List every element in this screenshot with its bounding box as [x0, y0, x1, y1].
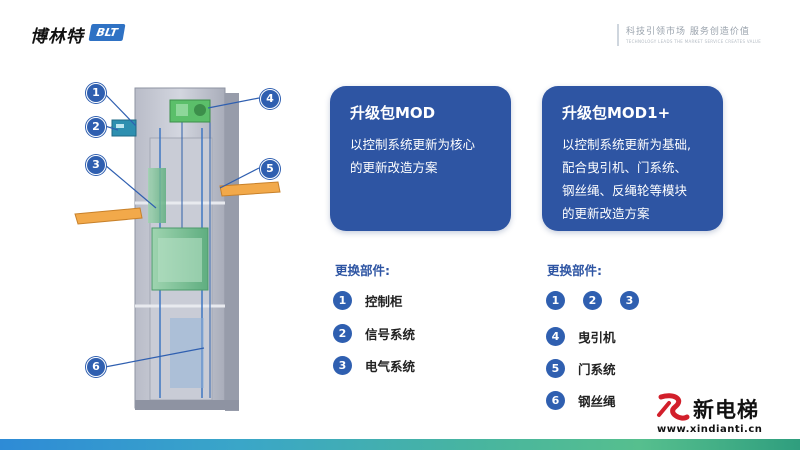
- part-label: 曳引机: [578, 330, 616, 345]
- slogan-english: TECHNOLOGY LEADS THE MARKET SERVICE CREA…: [626, 39, 762, 44]
- counterweight: [148, 168, 166, 223]
- landing-door-right: [219, 181, 281, 197]
- card-mod-body: 以控制系统更新为核心 的更新改造方案: [350, 137, 476, 175]
- left-parts-heading: 更换部件:: [335, 263, 390, 278]
- left-part-row: 1 控制柜: [333, 291, 403, 310]
- landing-door-left: [74, 207, 143, 225]
- callout-4: 4: [260, 89, 280, 109]
- watermark-url: www.xindianti.cn: [657, 424, 763, 435]
- callout-6: 6: [86, 357, 106, 377]
- right-part-row: 4 曳引机: [546, 327, 616, 346]
- company-logo-text: 博林特: [30, 27, 84, 47]
- part-label: 信号系统: [365, 327, 416, 342]
- part-label: 控制柜: [365, 294, 403, 309]
- part-number-badge: 1: [333, 291, 352, 310]
- elevator-shaft-diagram: [74, 87, 281, 411]
- left-part-row: 2 信号系统: [333, 324, 415, 343]
- callout-2: 2: [86, 117, 106, 137]
- part-number-badge: 2: [333, 324, 352, 343]
- part-number-badge: 6: [546, 391, 565, 410]
- footer-gradient-stripe: [0, 439, 800, 450]
- right-part-row: 5 门系统: [546, 359, 616, 378]
- part-number-badge: 3: [620, 291, 639, 310]
- part-number-badge: 3: [333, 356, 352, 375]
- part-number-badge: 2: [583, 291, 602, 310]
- callout-5: 5: [260, 159, 280, 179]
- card-mod: 升级包MOD 以控制系统更新为核心 的更新改造方案: [330, 86, 511, 231]
- shaft-side-wall: [225, 93, 239, 411]
- slogan-divider: [617, 24, 619, 46]
- part-number-badge: 5: [546, 359, 565, 378]
- right-part-row: 6 钢丝绳: [546, 391, 616, 410]
- company-logo-badge: BLT: [88, 24, 126, 41]
- part-label: 钢丝绳: [578, 394, 616, 409]
- right-part-group-row: 1 2 3: [546, 291, 639, 310]
- part-number-badge: 4: [546, 327, 565, 346]
- card-mod1plus-body: 以控制系统更新为基础, 配合曳引机、门系统、 钢丝绳、反绳轮等模块 的更新改造方…: [562, 137, 691, 221]
- card-mod-title: 升级包MOD: [350, 104, 436, 122]
- card-mod1plus: 升级包MOD1+ 以控制系统更新为基础, 配合曳引机、门系统、 钢丝绳、反绳轮等…: [542, 86, 723, 231]
- left-part-row: 3 电气系统: [333, 356, 415, 375]
- part-label: 电气系统: [365, 359, 416, 374]
- part-number-badge: 1: [546, 291, 565, 310]
- slogan-chinese: 科技引领市场 服务创造价值: [626, 27, 750, 37]
- card-mod1plus-title: 升级包MOD1+: [562, 104, 671, 122]
- watermark-name: 新电梯: [693, 398, 759, 422]
- watermark-logo-icon: [657, 393, 690, 421]
- part-label: 门系统: [578, 362, 616, 377]
- callout-3: 3: [86, 155, 106, 175]
- right-parts-heading: 更换部件:: [547, 263, 602, 278]
- callout-1: 1: [86, 83, 106, 103]
